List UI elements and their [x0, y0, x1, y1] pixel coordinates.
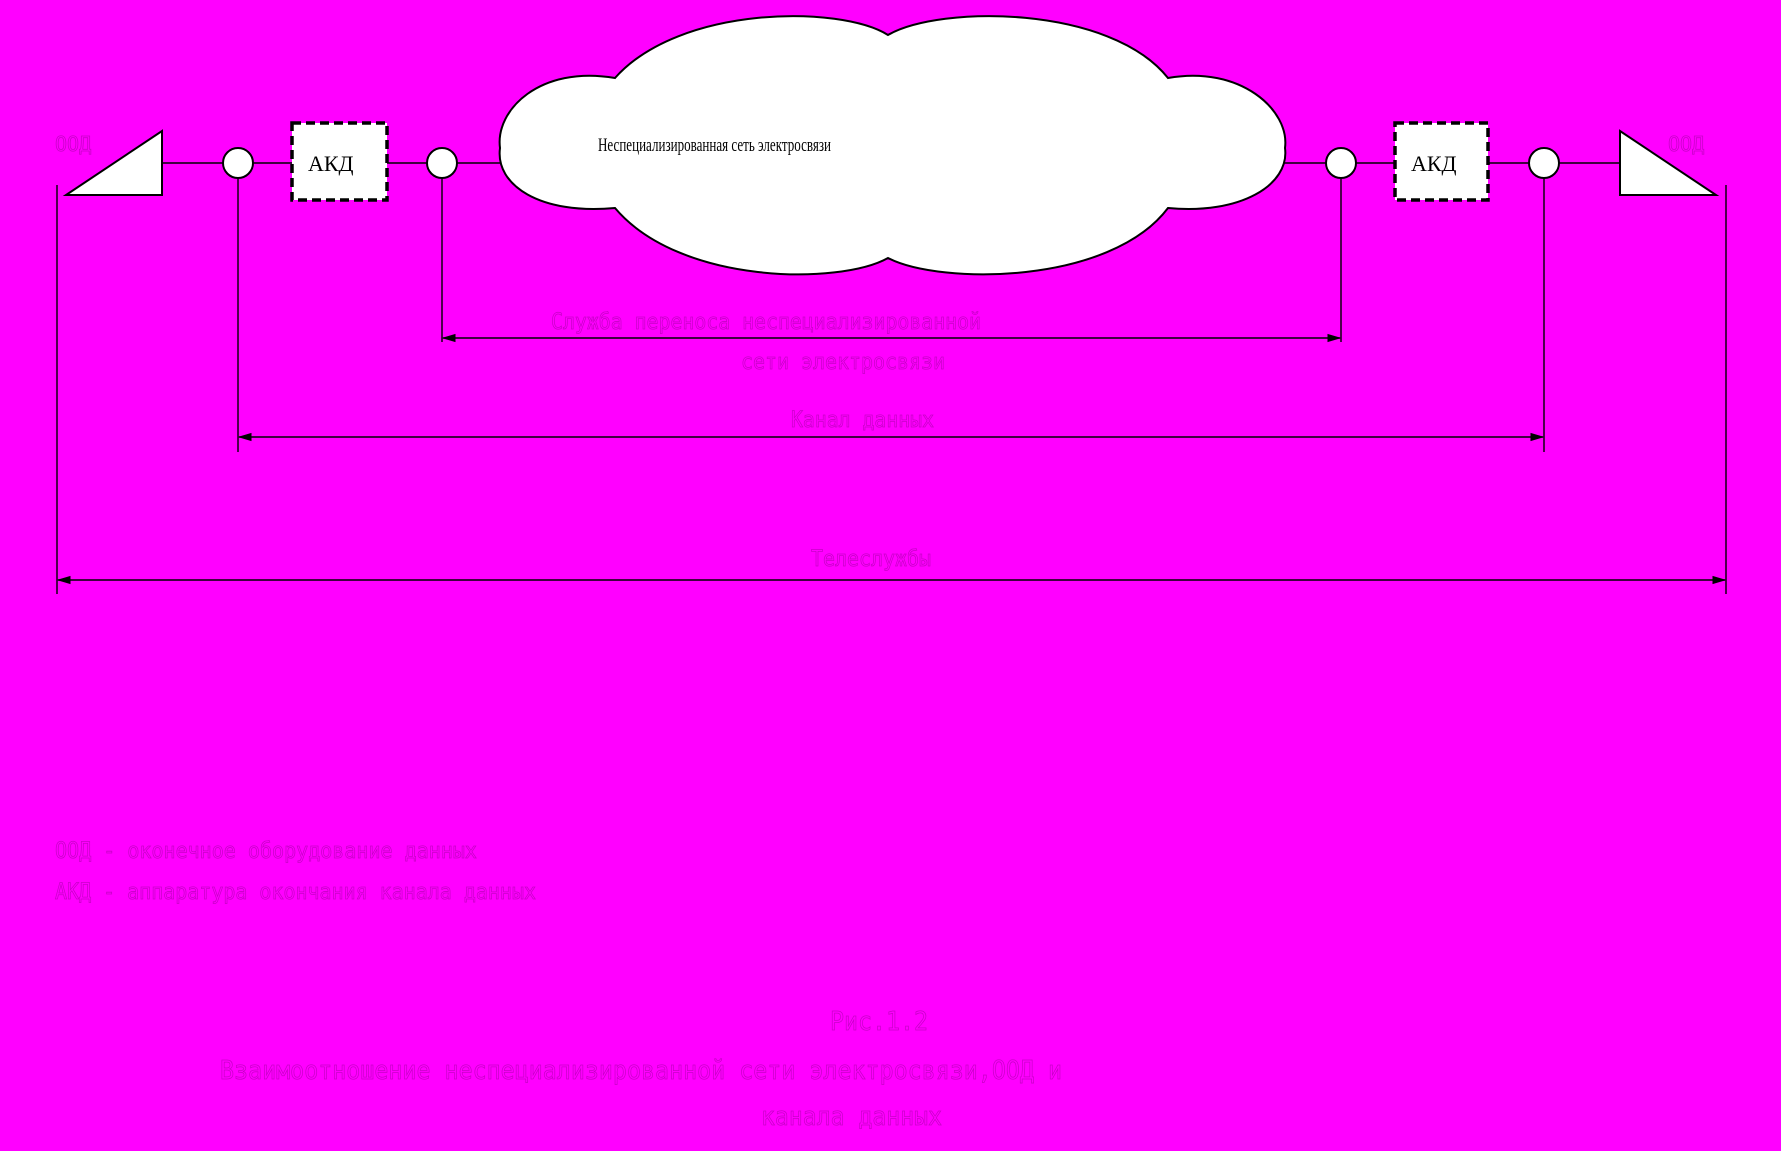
figure-number: Рис.1.2 [830, 1007, 928, 1037]
left-akd-box: АКД [290, 121, 389, 202]
interface-point [1528, 147, 1560, 179]
service-span: Служба переноса неспециализированной сет… [441, 310, 1342, 375]
channel-span: Канал данных [237, 408, 1545, 442]
legend: ООД - оконечное оборудование данных АКД … [55, 839, 537, 906]
interface-point [426, 147, 458, 179]
interface-point [1325, 147, 1357, 179]
legend-ood: ООД - оконечное оборудование данных [55, 839, 477, 864]
right-akd-label: АКД [1411, 151, 1457, 176]
interface-point [222, 147, 254, 179]
span-markers [56, 178, 1727, 594]
right-terminal-label: ООД [1668, 132, 1704, 156]
legend-akd: АКД - аппаратура окончания канала данных [55, 880, 536, 905]
caption-title-line1: Взаимоотношение неспециализированной сет… [220, 1056, 1062, 1086]
network-cloud: Неспециализированная сеть электросвязи [498, 15, 1287, 276]
right-terminal: ООД [1619, 129, 1720, 196]
left-akd-label: АКД [308, 151, 354, 176]
channel-span-label: Канал данных [791, 408, 934, 433]
teleservice-span-label: Телеслужбы [811, 547, 931, 572]
right-akd-box: АКД [1393, 121, 1490, 202]
service-span-label-line1: Служба переноса неспециализированной [551, 310, 981, 335]
cloud-label: Неспециализированная сеть электросвязи [598, 135, 831, 156]
left-terminal: ООД [55, 129, 163, 196]
caption-title-line2: канала данных [761, 1102, 942, 1132]
left-terminal-label: ООД [55, 132, 91, 156]
teleservice-span: Телеслужбы [56, 547, 1727, 585]
service-span-label-line2: сети электросвязи [741, 350, 945, 375]
figure-caption: Рис.1.2 Взаимоотношение неспециализирова… [220, 1007, 1063, 1133]
